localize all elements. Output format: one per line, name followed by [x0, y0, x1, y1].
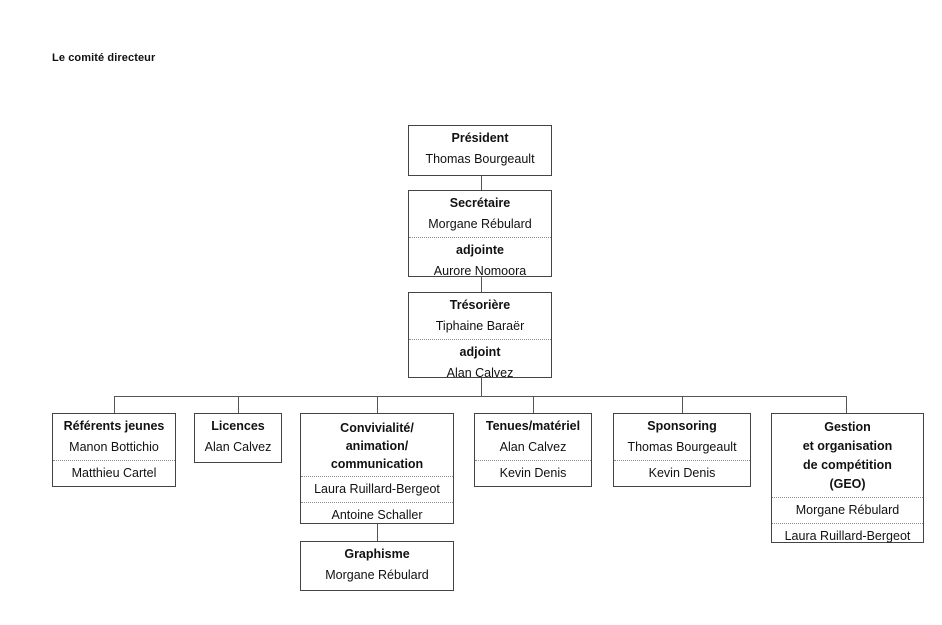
commission-title: Sponsoring [647, 419, 717, 433]
commission-member: Antoine Schaller [301, 502, 453, 528]
secretaire-deputy-name: Aurore Nomoora [433, 264, 527, 278]
commission-member: Alan Calvez [204, 440, 272, 454]
commission-licences: Licences Alan Calvez [194, 413, 282, 463]
commission-title-line: (GEO) [829, 477, 866, 491]
divider [301, 476, 453, 477]
commission-member: Matthieu Cartel [53, 460, 175, 486]
connector-sponsoring [682, 396, 683, 413]
connector-commissions-rail [114, 396, 847, 397]
tresoriere-role: Trésorière [449, 298, 511, 312]
commission-geo: Gestion et organisation de compétition (… [771, 413, 924, 543]
tresoriere-box: Trésorière Tiphaine Baraër adjoint Alan … [408, 292, 552, 380]
secretaire-deputy-role: adjointe [456, 243, 504, 257]
commission-title-line: animation/ [345, 439, 409, 453]
commission-member: Morgane Rébulard [795, 503, 900, 517]
commission-member: Kevin Denis [614, 460, 750, 486]
president-role: Président [451, 131, 509, 145]
commission-title-line: Convivialité/ [340, 421, 414, 435]
commission-sponsoring: Sponsoring Thomas Bourgeault Kevin Denis [613, 413, 751, 487]
commission-referents-jeunes: Référents jeunes Manon Bottichio Matthie… [52, 413, 176, 487]
connector-tenues [533, 396, 534, 413]
graphisme-member: Morgane Rébulard [325, 568, 429, 582]
connector-convivialite [377, 396, 378, 413]
connector-geo [846, 396, 847, 413]
commission-member: Manon Bottichio [69, 440, 159, 454]
president-box: Président Thomas Bourgeault [408, 125, 552, 176]
tresoriere-name: Tiphaine Baraër [435, 319, 525, 333]
commission-member: Laura Ruillard-Bergeot [772, 523, 923, 549]
commission-title-line: Gestion [824, 420, 871, 434]
secretaire-box: Secrétaire Morgane Rébulard adjointe Aur… [408, 190, 552, 278]
connector-licences [238, 396, 239, 413]
divider [772, 497, 923, 498]
commission-title-line: communication [330, 457, 424, 471]
commission-title: Référents jeunes [63, 419, 165, 433]
commission-title: Tenues/matériel [485, 419, 581, 433]
commission-title: Gestion et organisation de compétition (… [772, 414, 923, 497]
commission-member: Thomas Bourgeault [627, 440, 737, 454]
page-title: Le comité directeur [52, 52, 156, 64]
tresoriere-deputy-role: adjoint [459, 345, 501, 359]
divider [409, 339, 551, 340]
commission-member: Laura Ruillard-Bergeot [314, 482, 440, 496]
secretaire-name: Morgane Rébulard [428, 217, 532, 231]
commission-member: Kevin Denis [475, 460, 591, 486]
graphisme-box: Graphisme Morgane Rébulard [300, 541, 454, 591]
connector-referents [114, 396, 115, 413]
connector-president-secretaire [481, 175, 482, 190]
secretaire-role: Secrétaire [449, 196, 511, 210]
commission-title: Convivialité/ animation/ communication [301, 414, 453, 476]
graphisme-title: Graphisme [344, 547, 410, 561]
commission-member: Alan Calvez [499, 440, 567, 454]
commission-convivialite: Convivialité/ animation/ communication L… [300, 413, 454, 524]
commission-title: Licences [211, 419, 265, 433]
commission-title-line: de compétition [803, 458, 892, 472]
connector-convivialite-graphisme [377, 523, 378, 542]
commission-title-line: et organisation [802, 439, 893, 453]
connector-secretaire-tresoriere [481, 276, 482, 292]
president-name: Thomas Bourgeault [425, 152, 535, 166]
tresoriere-deputy-name: Alan Calvez [446, 366, 514, 380]
divider [409, 237, 551, 238]
connector-tresoriere-trunk [481, 377, 482, 396]
commission-tenues-materiel: Tenues/matériel Alan Calvez Kevin Denis [474, 413, 592, 487]
